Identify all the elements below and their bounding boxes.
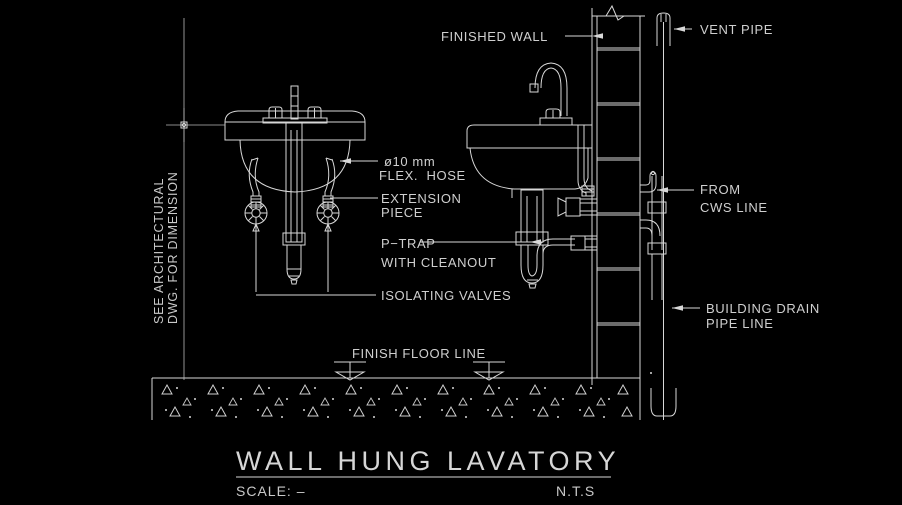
- lavatory-front-elevation: [225, 86, 365, 292]
- leader-lines: [256, 26, 700, 380]
- floor-ground-hatch: [152, 378, 640, 420]
- label-from-cws-line2: CWS LINE: [700, 200, 768, 215]
- cws-branch-pipe: [640, 171, 666, 300]
- label-isolating-valves: ISOLATING VALVES: [381, 288, 511, 303]
- scale-value: N.T.S: [556, 483, 595, 499]
- title-block: WALL HUNG LAVATORY SCALE: – N.T.S: [236, 446, 620, 499]
- vent-pipe-riser: [657, 13, 670, 380]
- label-flex-hose-line2: FLEX. HOSE: [379, 168, 466, 183]
- scale-label: SCALE: –: [236, 483, 305, 499]
- label-see-arch-line2: DWG. FOR DIMENSION: [166, 171, 180, 324]
- label-extension-line2: PIECE: [381, 205, 423, 220]
- label-finished-wall: FINISHED WALL: [441, 29, 548, 44]
- label-see-arch-line1: SEE ARCHITECTURAL: [152, 178, 166, 324]
- label-finish-floor-line: FINISH FLOOR LINE: [352, 346, 486, 361]
- wall-side-piping: [640, 13, 676, 420]
- building-drain-riser: [650, 372, 676, 420]
- lavatory-section-view: [467, 63, 597, 288]
- label-from-cws-line1: FROM: [700, 182, 741, 197]
- label-building-drain-line1: BUILDING DRAIN: [706, 301, 820, 316]
- label-building-drain-line2: PIPE LINE: [706, 316, 774, 331]
- label-ptrap-line1: P−TRAP: [381, 236, 436, 251]
- drawing-title: WALL HUNG LAVATORY: [236, 446, 620, 476]
- label-vent-pipe: VENT PIPE: [700, 22, 773, 37]
- label-flex-hose-line1: ø10 mm: [384, 154, 435, 169]
- reference-dimension-lines: [166, 18, 225, 380]
- drain-elbow: [640, 220, 660, 236]
- concrete-aggregate-symbols: [161, 383, 633, 418]
- label-ptrap-line2: WITH CLEANOUT: [381, 255, 496, 270]
- label-extension-line1: EXTENSION: [381, 191, 462, 206]
